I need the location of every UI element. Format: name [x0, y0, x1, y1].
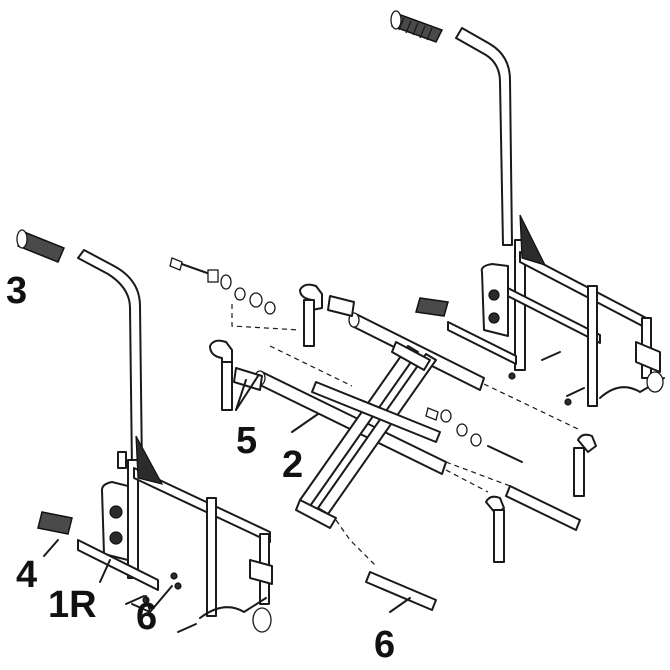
callout-6-left: 6 — [136, 596, 158, 638]
callout-3: 3 — [6, 270, 28, 312]
pivot-pin-5b — [299, 283, 323, 311]
front-push-handle — [77, 249, 143, 471]
leader-lines — [43, 375, 411, 613]
assembly-guide-lines — [231, 304, 581, 567]
callout-4: 4 — [16, 554, 38, 596]
callout-6-bottom: 6 — [374, 624, 396, 666]
callout-5: 5 — [236, 420, 258, 462]
rod-6-right — [505, 485, 581, 531]
rod-6-bottom — [365, 571, 437, 611]
front-footplate — [37, 511, 73, 535]
loose-parts — [169, 257, 597, 611]
rear-footplate — [415, 297, 449, 317]
frame-tube-1r — [77, 539, 159, 591]
callout-2: 2 — [282, 444, 304, 486]
callout-1r: 1R — [48, 584, 97, 626]
rear-handle-grip — [390, 10, 444, 43]
rear-side-frame — [390, 10, 665, 407]
rear-push-handle — [455, 27, 513, 246]
front-side-frame — [16, 229, 273, 633]
front-handle-grip — [16, 229, 65, 263]
